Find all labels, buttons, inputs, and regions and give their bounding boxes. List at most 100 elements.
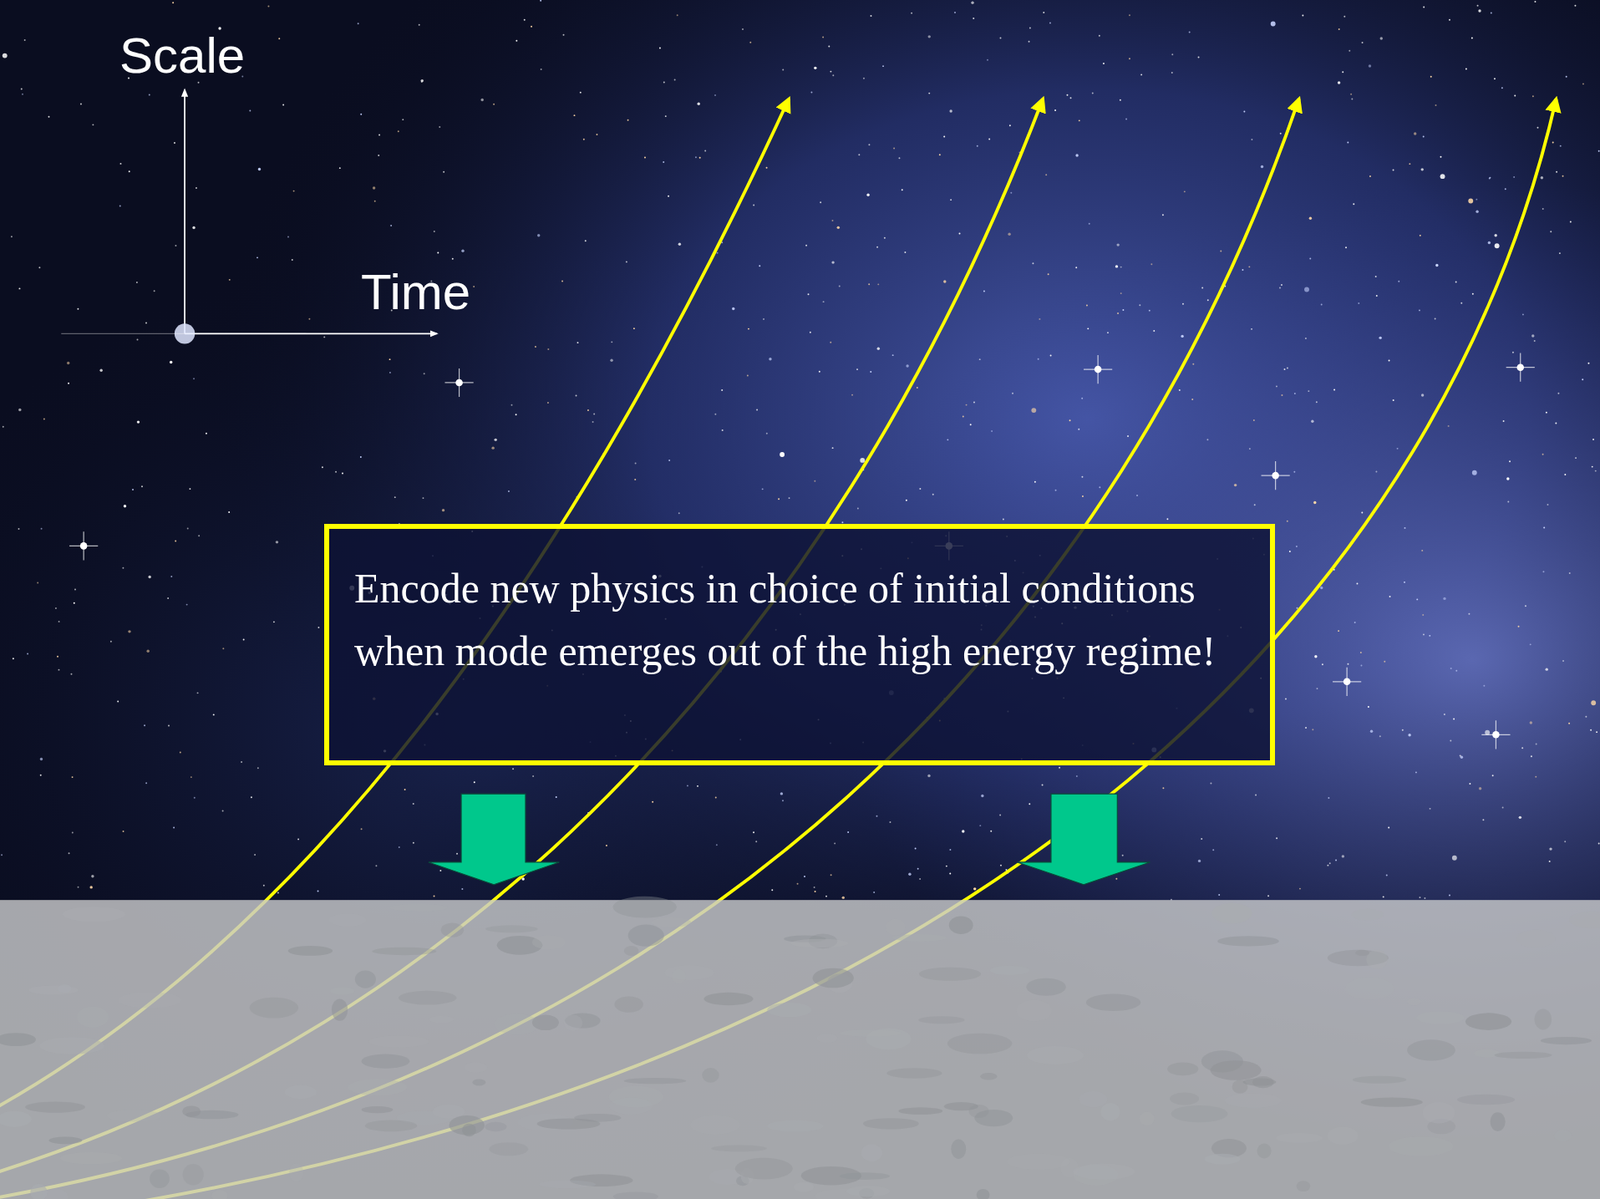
star [317,626,320,629]
ground-blotch [1534,1008,1553,1030]
ground-blotch [537,1117,601,1129]
star [1076,775,1078,778]
star [248,110,251,112]
star [1212,848,1214,851]
star [1382,895,1385,898]
star [1081,476,1083,478]
ground-blotch [432,1104,466,1119]
star [40,774,42,777]
star [71,776,74,778]
star [1396,447,1399,450]
star [360,113,362,116]
star [869,370,872,373]
star [1557,392,1560,395]
star [1209,782,1212,784]
star [473,781,476,783]
star [1375,471,1377,473]
star [1315,401,1318,403]
star [841,521,844,524]
star [1153,330,1155,332]
star [89,885,92,889]
ground-blotch [1473,1049,1500,1058]
ground-blotch [212,1189,229,1199]
star [173,142,176,144]
ground-blotch [538,1180,596,1189]
star [1219,249,1222,252]
star [267,5,270,8]
star [418,24,421,26]
star [747,328,750,331]
star [1467,198,1474,204]
star [1512,351,1514,354]
star [1559,145,1562,148]
star [814,890,817,893]
star-flare [444,368,473,397]
ground-blotch [389,904,447,912]
star [1075,153,1078,157]
star [1178,389,1181,392]
star [1335,858,1337,861]
ground-blotch [846,1185,890,1197]
star [1081,397,1083,400]
star [1504,187,1507,190]
star [1546,503,1549,506]
star [275,540,279,544]
star [980,794,984,798]
star [1582,82,1585,85]
star [877,346,880,350]
star [143,724,146,727]
star [397,130,400,133]
star [169,360,173,364]
star [910,12,913,15]
star [609,359,613,362]
star [68,852,71,854]
star [1531,334,1534,337]
star [1493,233,1497,237]
ground-blotch [76,1006,109,1028]
ground-blotch [1169,1092,1199,1105]
star [442,171,445,173]
star [1555,171,1558,173]
star [1422,633,1425,635]
star [768,357,772,361]
star [825,895,828,898]
star [174,244,177,247]
star [1589,729,1592,732]
star [1280,132,1282,135]
ground-blotch [532,934,565,950]
ground-blotch [711,1145,767,1153]
star [1401,729,1404,732]
star [1122,854,1124,857]
ground-blotch [1366,949,1388,970]
star [1367,706,1370,708]
ground-blotch [1224,1093,1282,1108]
star [91,874,94,878]
star [1260,165,1264,168]
star [905,364,909,367]
star [1369,175,1372,178]
scale-axis [183,89,186,334]
ground-blotch [1516,929,1556,948]
star [842,896,845,900]
star [633,327,635,330]
star-flare [1261,461,1291,490]
star [1465,68,1468,71]
star [721,429,724,432]
star [870,15,873,17]
star [195,187,198,189]
star-field [0,0,1600,901]
star [1171,71,1174,74]
star [1098,486,1101,488]
star [1379,735,1382,737]
star [752,831,755,834]
star [686,784,689,787]
star [120,162,122,165]
ground-blotch [664,965,714,981]
star [222,809,224,812]
star [919,878,921,880]
star [1162,213,1164,216]
star [1475,198,1478,201]
star [832,74,834,77]
star [515,40,518,42]
star [20,88,23,91]
